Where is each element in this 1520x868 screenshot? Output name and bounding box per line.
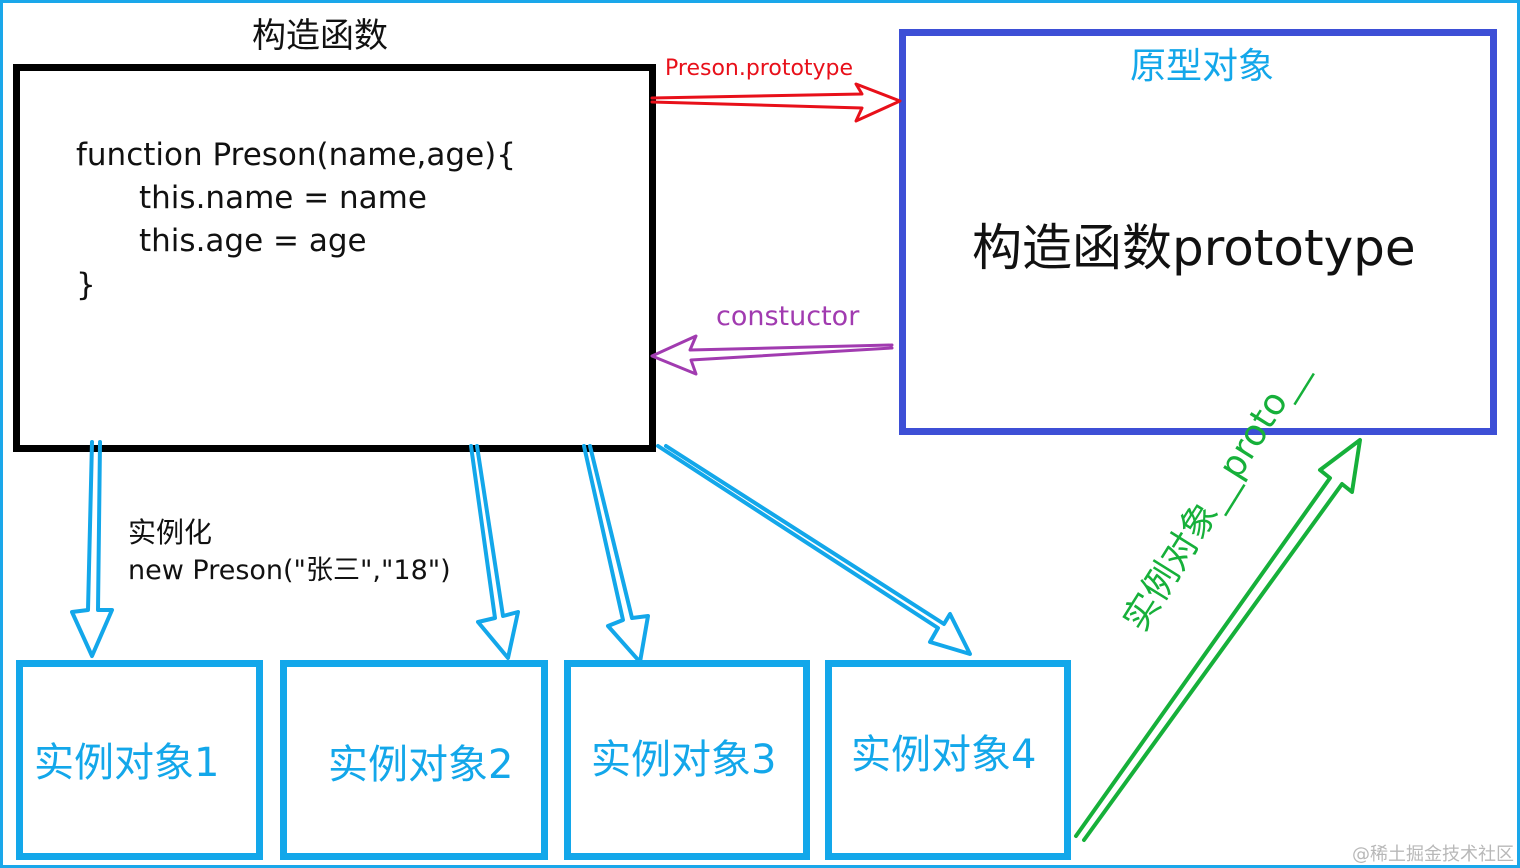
instance-arrow-3: [582, 444, 650, 664]
instance-arrow-2: [469, 444, 520, 660]
code-line-this-name: this.name = name: [139, 180, 427, 216]
proto-arrow: [1074, 438, 1362, 842]
instance-box-1: [16, 660, 263, 860]
instance-box-3: [564, 660, 810, 860]
instance-label-4: 实例对象4: [851, 732, 1037, 778]
instance-box-2: [280, 660, 548, 860]
instantiate-label: 实例化: [128, 516, 213, 549]
prototype-arrow-label: Preson.prototype: [665, 56, 854, 81]
instance-box-4: [825, 660, 1071, 860]
prototype-body-text: 构造函数prototype: [972, 219, 1416, 277]
instantiate-code: new Preson("张三","18"): [128, 555, 451, 586]
prototype-title: 原型对象: [1130, 46, 1275, 87]
constructor-arrow: [650, 334, 894, 376]
code-line-close-brace: }: [76, 267, 96, 303]
constructor-arrow-label: constuctor: [716, 301, 860, 332]
constructor-box: [13, 64, 656, 452]
watermark-text: @稀土掘金技术社区: [1352, 844, 1514, 865]
prototype-box: [899, 29, 1497, 435]
instance-label-3: 实例对象3: [591, 737, 777, 783]
instance-label-1: 实例对象1: [34, 740, 220, 786]
instance-arrow-1: [70, 440, 114, 658]
code-line-this-age: this.age = age: [139, 223, 367, 259]
constructor-title: 构造函数: [252, 16, 388, 56]
instance-label-2: 实例对象2: [328, 742, 514, 788]
prototype-arrow: [650, 82, 902, 123]
code-line-function: function Preson(name,age){: [76, 137, 516, 173]
instance-arrow-4: [656, 444, 972, 656]
